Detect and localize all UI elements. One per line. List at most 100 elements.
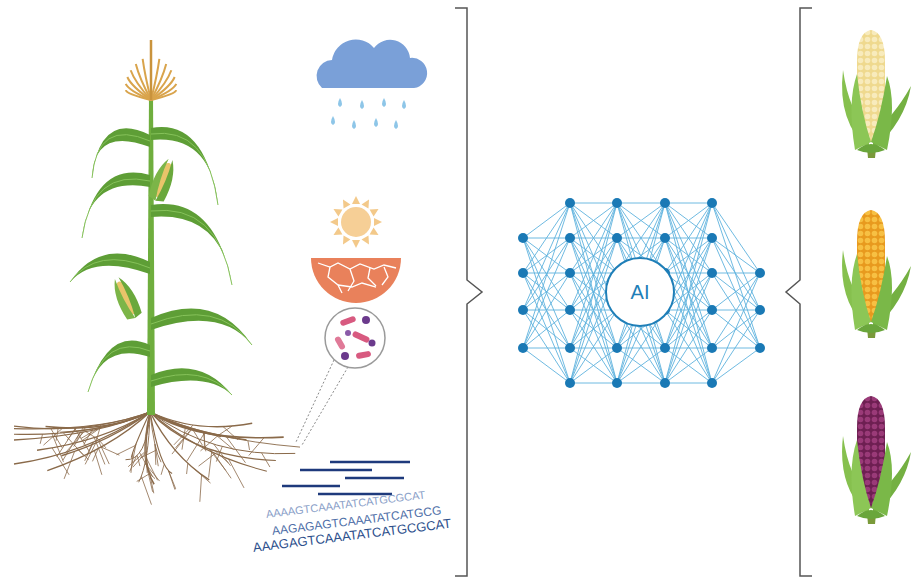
root-hair [128, 452, 144, 467]
husk-leaf [871, 442, 892, 516]
sun-ray [352, 196, 360, 204]
leaf-vein [88, 347, 150, 392]
sun-rays [330, 196, 382, 248]
neuron [565, 378, 575, 388]
root-hair [40, 434, 42, 444]
leaf-vein [82, 179, 150, 238]
sun-ray [343, 236, 350, 245]
neuron [707, 198, 717, 208]
network-link [570, 383, 617, 384]
neuron [660, 343, 670, 353]
root-hair [195, 469, 211, 483]
crack [348, 269, 354, 291]
neuron [565, 268, 575, 278]
raindrop [402, 100, 406, 109]
leaf [151, 368, 232, 395]
neuron [565, 198, 575, 208]
neuron [565, 305, 575, 315]
network-link [665, 238, 712, 383]
crack [328, 267, 342, 293]
network-link [665, 238, 712, 383]
sun-ray [333, 209, 342, 216]
neuron [707, 343, 717, 353]
bacterium [356, 351, 372, 360]
network-link [712, 238, 760, 348]
network-link [570, 203, 617, 238]
cracked-soil [311, 258, 401, 303]
neuron [707, 233, 717, 243]
network-link [665, 348, 712, 383]
ear-husk [117, 274, 144, 318]
neuron [518, 343, 528, 353]
network-link [712, 203, 760, 273]
neuron [518, 233, 528, 243]
ear [147, 156, 179, 204]
bacterium [352, 330, 371, 343]
network-link [570, 310, 617, 383]
raindrop [352, 120, 356, 129]
tassel-branch [151, 90, 176, 100]
sun-ray [333, 228, 342, 235]
leaf-vein [151, 315, 252, 345]
network-link [523, 203, 570, 238]
network-link [712, 238, 760, 310]
neuron [612, 378, 622, 388]
husk-base [857, 510, 885, 519]
leaf [70, 254, 150, 282]
sun-ray [370, 209, 379, 216]
root-hair [137, 473, 150, 481]
root [60, 412, 150, 432]
neuron [707, 378, 717, 388]
network-link [665, 310, 712, 383]
neural-network [518, 198, 765, 388]
sun-ray [362, 199, 369, 208]
ai-circle: AI [605, 257, 675, 327]
raindrops [331, 98, 406, 129]
root [150, 412, 267, 471]
husk-base [857, 324, 885, 333]
root-hair [219, 426, 232, 435]
raindrop [374, 118, 378, 127]
root-hair [169, 471, 175, 490]
root-hair [84, 429, 93, 445]
microbe [341, 352, 349, 360]
root-hair [262, 453, 270, 467]
sequence-reads [282, 462, 410, 494]
read [345, 477, 404, 480]
network-link [712, 273, 760, 348]
network-link [617, 203, 665, 238]
raindrop [394, 120, 398, 129]
read [282, 485, 340, 488]
neuron [565, 233, 575, 243]
tassel [126, 40, 176, 100]
neuron [755, 268, 765, 278]
network-link [570, 348, 617, 383]
leaf [92, 128, 150, 178]
network-link [665, 203, 712, 238]
network-link [617, 348, 665, 349]
ear [108, 274, 143, 322]
root-hair [43, 429, 62, 446]
root-hair [200, 475, 202, 502]
neuron [707, 305, 717, 315]
soil-microbes [296, 308, 385, 445]
root [150, 412, 295, 454]
neuron [660, 233, 670, 243]
tassel-branch [151, 84, 176, 100]
root-hair [226, 437, 245, 463]
sun-ray [330, 218, 338, 226]
network-link [570, 203, 617, 273]
network-link [523, 310, 570, 348]
husk-leaf [871, 76, 892, 150]
microbe [369, 340, 376, 347]
raindrop [382, 98, 386, 107]
leaf-vein [151, 375, 232, 395]
network-link [617, 348, 665, 383]
husk-leaf [871, 256, 892, 330]
crack [338, 283, 376, 287]
root-hair [214, 444, 231, 466]
rain-cloud [317, 40, 428, 129]
network-link [665, 310, 712, 383]
